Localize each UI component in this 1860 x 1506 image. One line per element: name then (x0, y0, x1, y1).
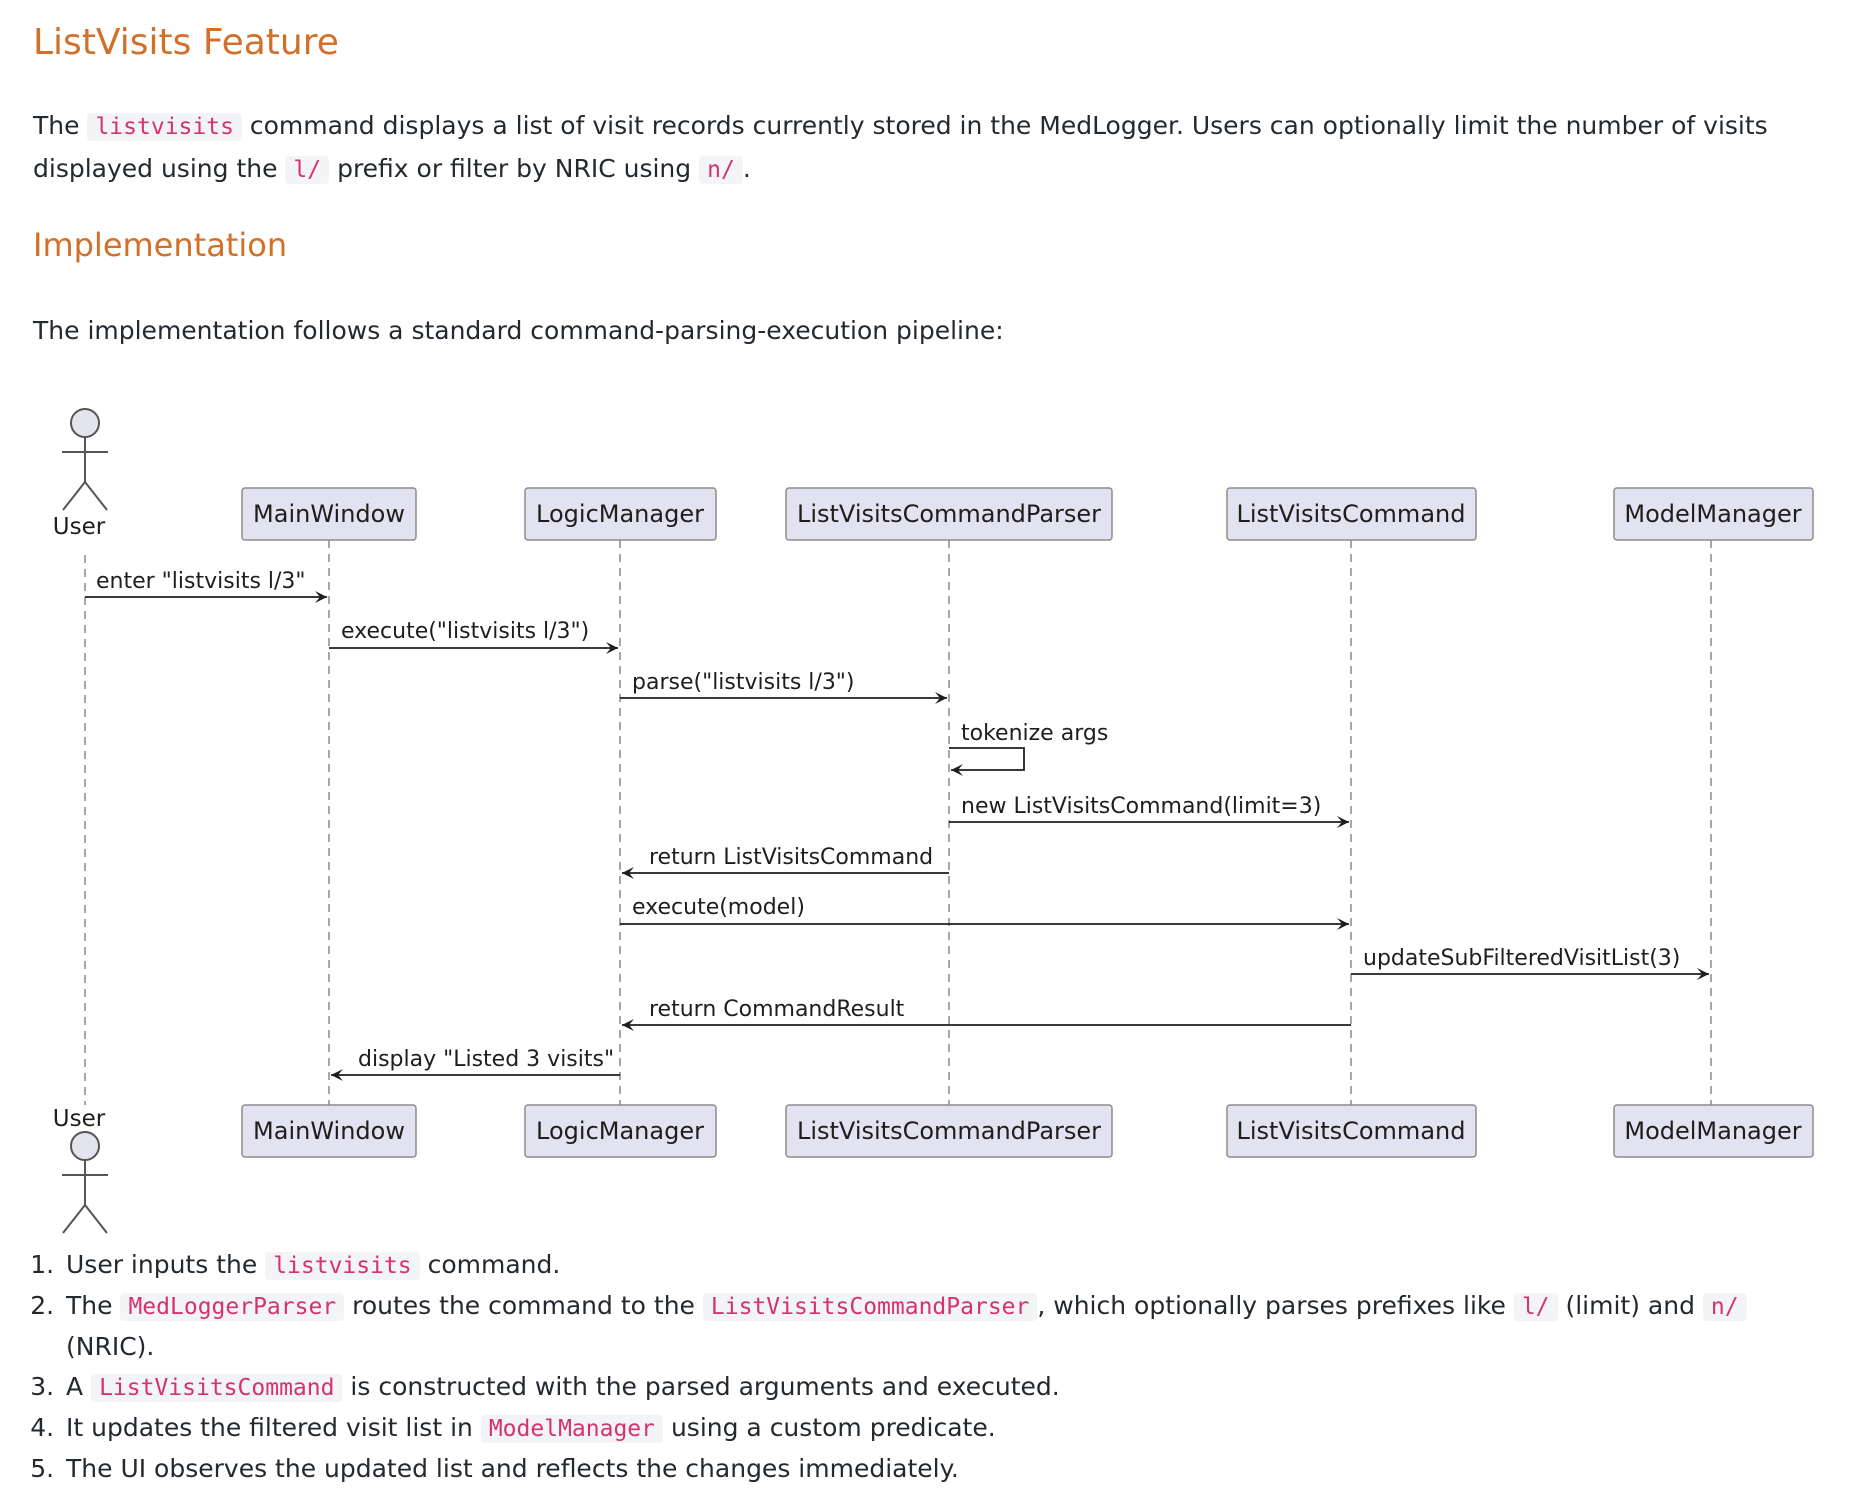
msg-return-result: return CommandResult (649, 997, 905, 1022)
intro-text-3: prefix or filter by NRIC using (329, 154, 700, 183)
message-arrows (85, 591, 1709, 1081)
intro-text-2: command displays a list of visit records… (33, 111, 1768, 183)
participant-modelmanager-bottom: ModelManager (1624, 1117, 1801, 1145)
participant-mainwindow: MainWindow (253, 500, 405, 528)
msg-tokenize: tokenize args (961, 721, 1108, 746)
step-item: The UI observes the updated list and ref… (62, 1449, 1842, 1489)
inline-code: ModelManager (480, 1415, 663, 1443)
msg-enter: enter "listvisits l/3" (96, 569, 306, 594)
actor-label-bottom: User (53, 1106, 106, 1132)
implementation-heading: Implementation (33, 226, 288, 264)
step-item: It updates the filtered visit list in Mo… (62, 1408, 1842, 1449)
step-text: (limit) and (1557, 1291, 1703, 1320)
arrow-tokenize (949, 747, 1025, 776)
user-actor-bottom-icon (62, 1131, 108, 1234)
step-item: A ListVisitsCommand is constructed with … (62, 1367, 1842, 1408)
step-text: A (66, 1372, 92, 1401)
inline-code-nric-prefix: n/ (699, 156, 743, 184)
step-text: using a custom predicate. (663, 1413, 996, 1442)
step-text: , which optionally parses prefixes like (1037, 1291, 1514, 1320)
participant-modelmanager: ModelManager (1624, 500, 1801, 528)
pipeline-paragraph: The implementation follows a standard co… (33, 316, 1004, 345)
inline-code: ListVisitsCommandParser (702, 1293, 1038, 1321)
step-text: The (66, 1291, 121, 1320)
inline-code: l/ (1513, 1293, 1558, 1321)
participant-logicmanager-bottom: LogicManager (536, 1117, 704, 1145)
step-text: The UI observes the updated list and ref… (66, 1454, 959, 1483)
step-text: is constructed with the parsed arguments… (342, 1372, 1060, 1401)
participant-listvisitscommand-bottom: ListVisitsCommand (1237, 1117, 1466, 1145)
msg-execute-model: execute(model) (632, 895, 805, 920)
inline-code: listvisits (265, 1252, 420, 1280)
inline-code: ListVisitsCommand (91, 1374, 343, 1402)
implementation-steps: User inputs the listvisits command. The … (28, 1245, 1842, 1489)
intro-text-1: The (33, 111, 88, 140)
step-text: (NRIC). (66, 1332, 155, 1361)
msg-execute: execute("listvisits l/3") (341, 619, 589, 644)
msg-parse: parse("listvisits l/3") (632, 670, 855, 695)
msg-update-list: updateSubFilteredVisitList(3) (1363, 946, 1680, 971)
step-text: User inputs the (66, 1250, 266, 1279)
participant-logicmanager: LogicManager (536, 500, 704, 528)
inline-code: MedLoggerParser (120, 1293, 345, 1321)
step-item: The MedLoggerParser routes the command t… (62, 1286, 1842, 1367)
inline-code: n/ (1702, 1293, 1747, 1321)
participants-bottom: MainWindow LogicManager ListVisitsComman… (241, 1104, 1814, 1158)
step-item: User inputs the listvisits command. (62, 1245, 1842, 1286)
inline-code-limit-prefix: l/ (285, 156, 330, 184)
user-actor-icon (62, 408, 108, 511)
message-labels: enter "listvisits l/3" execute("listvisi… (96, 569, 1680, 1072)
participant-listvisitscommandparser-bottom: ListVisitsCommandParser (797, 1117, 1101, 1145)
participant-listvisitscommand: ListVisitsCommand (1237, 500, 1466, 528)
msg-new-command: new ListVisitsCommand(limit=3) (961, 794, 1321, 819)
msg-return-command: return ListVisitsCommand (649, 845, 933, 870)
participant-mainwindow-bottom: MainWindow (253, 1117, 405, 1145)
msg-display: display "Listed 3 visits" (358, 1047, 614, 1072)
feature-heading: ListVisits Feature (33, 22, 339, 63)
participants-top: MainWindow LogicManager ListVisitsComman… (241, 487, 1814, 541)
step-text: command. (419, 1250, 561, 1279)
intro-paragraph: The listvisits command displays a list o… (33, 105, 1833, 191)
participant-listvisitscommandparser: ListVisitsCommandParser (797, 500, 1101, 528)
step-text: routes the command to the (344, 1291, 703, 1320)
step-text: It updates the filtered visit list in (66, 1413, 481, 1442)
actor-label-top: User (53, 514, 106, 540)
inline-code-listvisits: listvisits (87, 113, 242, 141)
intro-text-4: . (742, 154, 751, 183)
